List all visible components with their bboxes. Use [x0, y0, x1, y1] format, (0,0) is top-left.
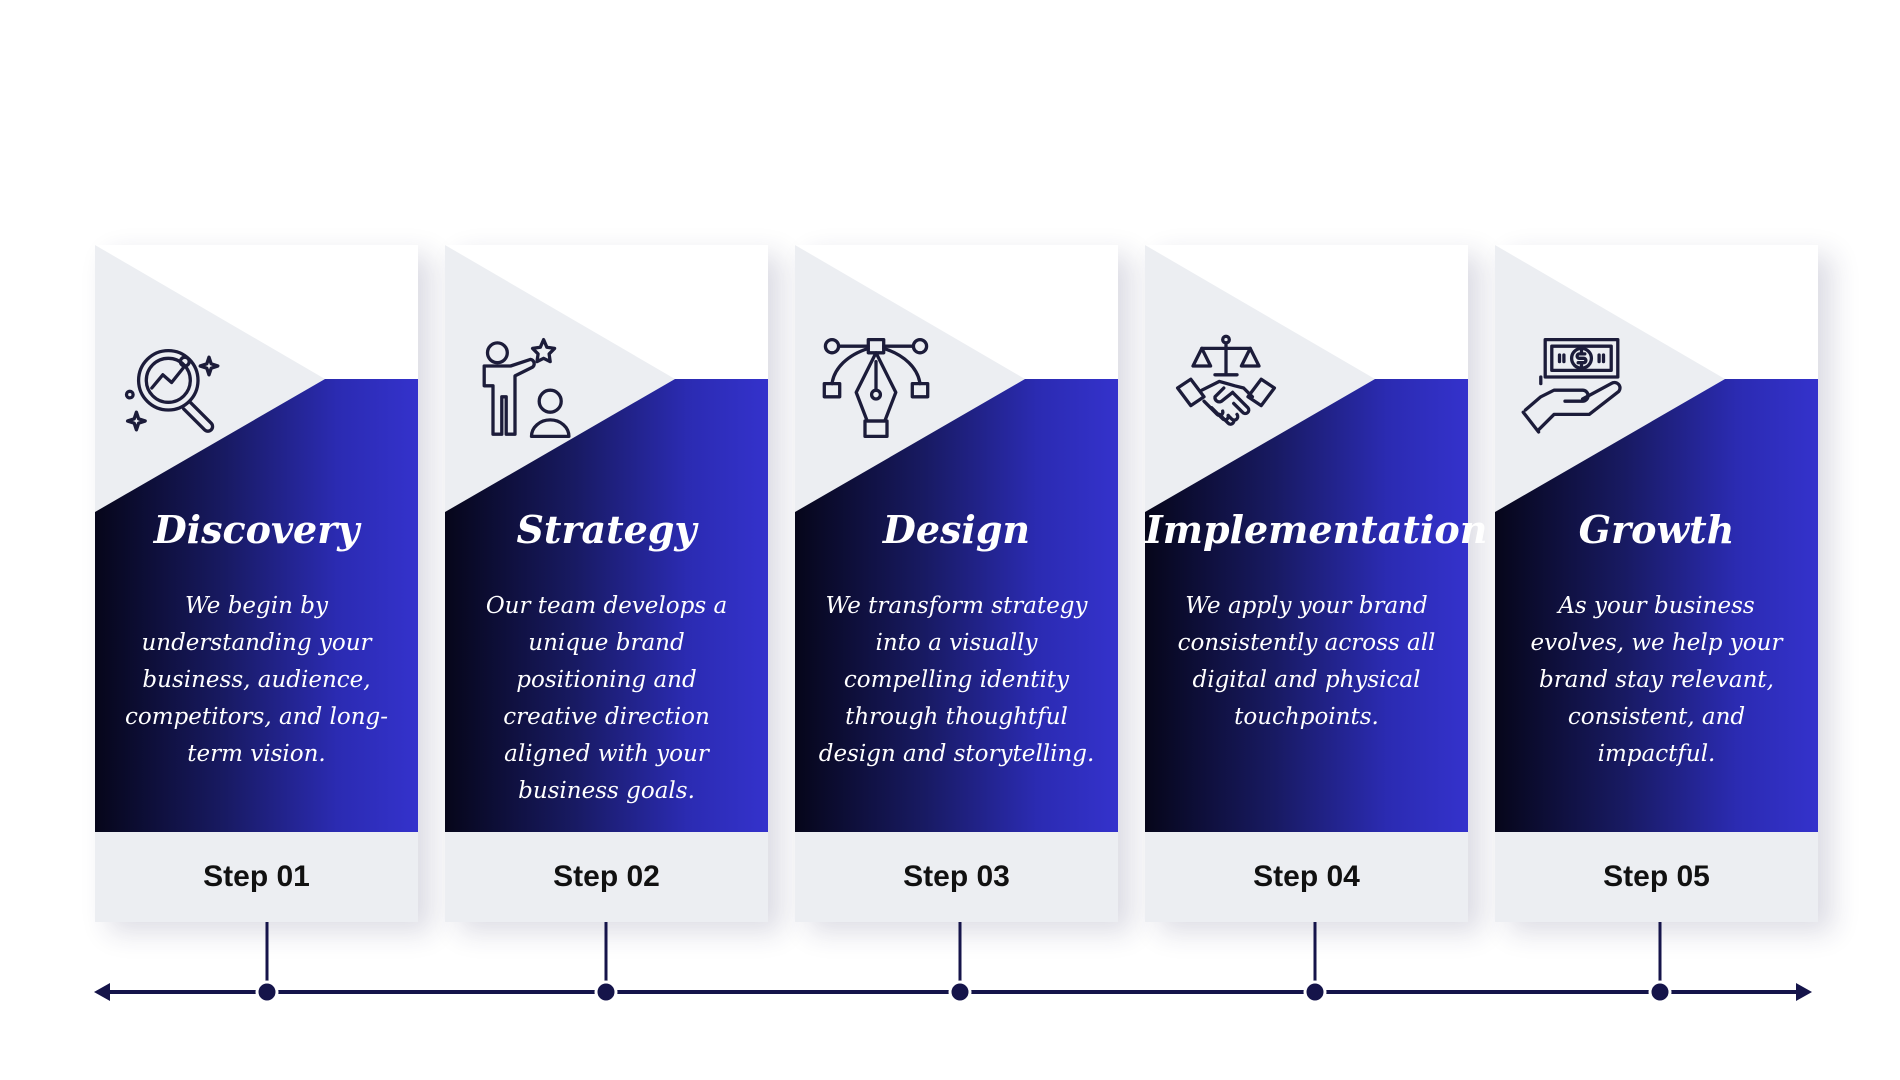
card-footer: Step 01 [95, 832, 418, 922]
step-card-implementation: Implementation We apply your brand consi… [1145, 245, 1488, 922]
card-body [1495, 512, 1818, 832]
step-card-discovery: Discovery We begin by understanding your… [95, 245, 418, 922]
timeline-arrow-left [94, 983, 110, 1001]
card-body [795, 512, 1118, 832]
timeline-marker-3 [948, 922, 972, 1004]
card-footer: Step 04 [1145, 832, 1468, 922]
pen-tool-icon [822, 337, 930, 439]
card-wedge [95, 379, 418, 512]
step-title: Design [882, 507, 1031, 552]
timeline-marker-4 [1303, 922, 1327, 1004]
card-wedge [445, 379, 768, 512]
step-card-design: Design We transform strategy into a visu… [795, 245, 1118, 922]
step-description: We begin by understanding your business,… [124, 593, 389, 767]
step-label: Step 03 [903, 860, 1010, 893]
card-footer: Step 03 [795, 832, 1118, 922]
card-footer: Step 02 [445, 832, 768, 922]
step-label: Step 05 [1603, 860, 1710, 893]
step-label: Step 01 [203, 860, 310, 893]
step-card-strategy: Strategy Our team develops a unique bran… [445, 245, 768, 922]
card-body [445, 512, 768, 832]
step-description: As your business evolves, we help your b… [1530, 593, 1783, 767]
step-title: Discovery [153, 507, 360, 552]
timeline-arrow-right [1796, 983, 1812, 1001]
step-title: Strategy [516, 507, 697, 552]
magnifier-analysis-icon [124, 348, 220, 433]
card-wedge [795, 379, 1118, 512]
card-footer: Step 05 [1495, 832, 1818, 922]
card-body [1145, 512, 1468, 832]
presenter-audience-icon [482, 337, 571, 439]
timeline [94, 922, 1812, 1004]
step-description: Our team develops a unique brand positio… [485, 593, 728, 804]
handshake-scales-icon [1175, 334, 1277, 426]
timeline-marker-2 [594, 922, 618, 1004]
hand-money-icon [1521, 337, 1622, 434]
step-label: Step 04 [1253, 860, 1360, 893]
step-description: We apply your brand consistently across … [1177, 593, 1436, 730]
timeline-marker-1 [255, 922, 279, 1004]
step-title: Growth [1578, 507, 1735, 552]
card-body [95, 512, 418, 832]
timeline-marker-5 [1648, 922, 1672, 1004]
step-card-growth: Growth As your business evolves, we help… [1495, 245, 1818, 922]
step-title: Implementation [1145, 507, 1488, 552]
card-wedge [1145, 379, 1468, 512]
card-wedge [1495, 379, 1818, 512]
step-description: We transform strategy into a visually co… [818, 593, 1095, 767]
step-label: Step 02 [553, 860, 660, 893]
